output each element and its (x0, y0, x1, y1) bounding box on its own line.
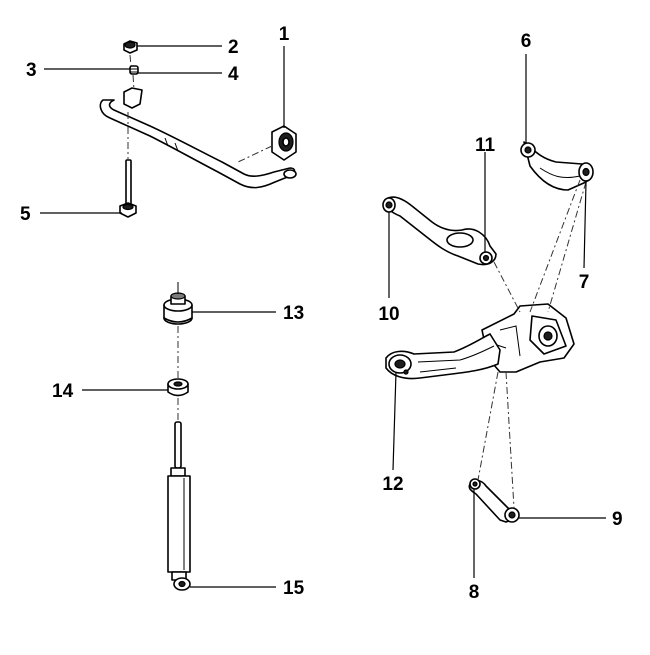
callout-9: 9 (612, 509, 623, 530)
callout-5: 5 (20, 204, 31, 225)
callout-10: 10 (378, 304, 399, 325)
washer-3-4 (129, 65, 139, 75)
axis-line (477, 371, 499, 481)
callout-2: 2 (228, 37, 239, 58)
link-arm-11 (382, 196, 497, 266)
callout-7: 7 (579, 272, 590, 293)
leader-7 (583, 181, 587, 269)
axis-line (493, 261, 521, 313)
leader-lines (40, 45, 606, 588)
nut-2 (123, 40, 138, 54)
stabilizer-bushing (271, 125, 297, 161)
bump-stop-14 (167, 378, 189, 397)
top-mount-13 (163, 282, 193, 325)
trailing-arm-12 (385, 333, 501, 380)
callout-11: 11 (475, 135, 496, 156)
stabilizer-bar (99, 87, 297, 189)
axis-line (237, 145, 273, 163)
callout-1: 1 (279, 24, 290, 45)
axis-line (129, 54, 132, 67)
leader-12 (392, 371, 397, 471)
callout-4: 4 (228, 64, 239, 85)
callout-15: 15 (283, 578, 305, 599)
callout-14: 14 (52, 381, 74, 402)
callout-13: 13 (283, 303, 304, 324)
knuckle-carrier (481, 303, 575, 373)
bolt-5 (119, 159, 137, 218)
axis-line (505, 371, 515, 509)
shock-absorber-15 (167, 421, 191, 591)
upper-arm-6 (520, 141, 594, 191)
callout-numbers: 1 2 3 4 5 6 7 8 9 10 11 12 13 14 15 (20, 24, 623, 603)
lower-link-8 (468, 478, 520, 523)
axis-line (132, 74, 135, 91)
callout-3: 3 (26, 60, 37, 81)
callout-8: 8 (469, 582, 480, 603)
callout-6: 6 (521, 31, 532, 52)
axis-line (529, 179, 581, 313)
callout-12: 12 (382, 474, 403, 495)
